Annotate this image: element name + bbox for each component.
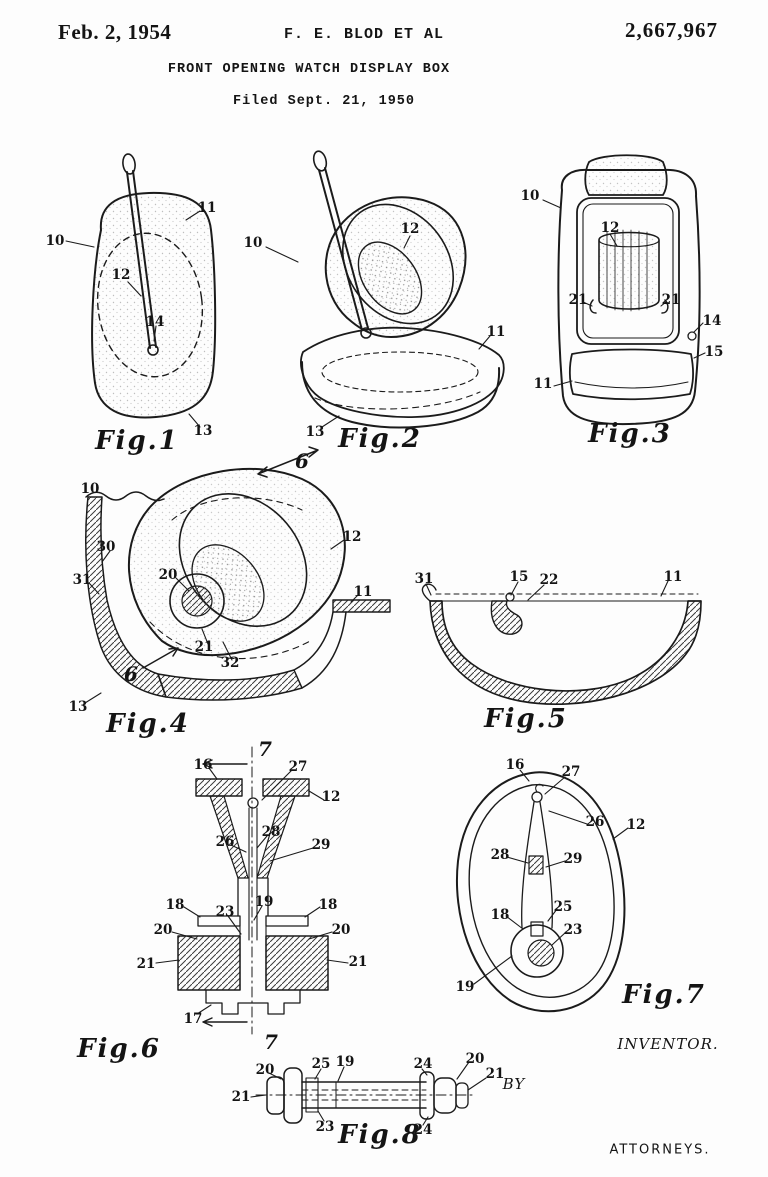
fig2-drawing [265,150,505,429]
ref-numeral: 29 [563,851,583,867]
ref-numeral: 19 [335,1054,355,1070]
ref-numeral: 26 [585,814,605,830]
ref-numeral: 11 [353,584,373,600]
ref-numeral: 20 [331,922,351,938]
figure-label: Fig.7 [622,980,706,1010]
ref-numeral: 15 [704,344,724,360]
fig7-drawing [456,769,629,1013]
figure-label: Fig.8 [338,1120,422,1150]
figure-label: Fig.4 [106,709,190,739]
ref-numeral: 18 [165,897,185,913]
fig3-drawing [542,154,706,426]
ref-numeral: 6 [124,662,138,686]
ref-numeral: 20 [158,567,178,583]
footer-text: INVENTOR. [617,1035,719,1053]
ref-numeral: 21 [661,292,681,308]
ref-numeral: 29 [311,837,331,853]
ref-numeral: 28 [261,824,281,840]
footer-text: ATTORNEYS. [609,1142,711,1158]
ref-numeral: 24 [413,1056,433,1072]
ref-numeral: 28 [490,847,510,863]
ref-numeral: 23 [315,1119,335,1135]
ref-numeral: 12 [111,267,131,283]
ref-numeral: 24 [413,1122,433,1138]
figure-label: Fig.6 [77,1034,161,1064]
ref-numeral: 21 [568,292,588,308]
ref-numeral: 10 [45,233,65,249]
figure-label: Fig.1 [95,426,179,456]
ref-numeral: 11 [533,376,553,392]
ref-numeral: 11 [486,324,506,340]
ref-numeral: 13 [68,699,88,715]
ref-numeral: 17 [183,1011,203,1027]
footer-text: BY [502,1075,526,1093]
ref-numeral: 7 [264,1030,278,1054]
ref-numeral: 21 [485,1066,505,1082]
ref-numeral: 23 [563,922,583,938]
patent-authors: F. E. BLOD ET AL [283,26,445,43]
ref-numeral: 23 [215,904,235,920]
ref-numeral: 12 [400,221,420,237]
ref-numeral: 30 [96,539,116,555]
figure-label: Fig.2 [338,424,422,454]
ref-numeral: 21 [194,639,214,655]
ref-numeral: 20 [465,1051,485,1067]
ref-numeral: 16 [505,757,525,773]
ref-numeral: 12 [600,220,620,236]
fig4-drawing [84,446,391,704]
ref-numeral: 32 [220,655,240,671]
ref-numeral: 27 [288,759,308,775]
ref-numeral: 11 [663,569,683,585]
ref-numeral: 10 [243,235,263,251]
ref-numeral: 13 [305,424,325,440]
ref-numeral: 20 [255,1062,275,1078]
ref-numeral: 31 [72,572,92,588]
ref-numeral: 21 [348,954,368,970]
fig5-drawing [421,580,702,705]
ref-numeral: 10 [80,481,100,497]
ref-numeral: 15 [509,569,529,585]
ref-numeral: 21 [136,956,156,972]
ref-numeral: 14 [145,314,165,330]
patent-filed-line: Filed Sept. 21, 1950 [232,94,416,109]
ref-numeral: 21 [231,1089,251,1105]
ref-numeral: 20 [153,922,173,938]
ref-numeral: 12 [626,817,646,833]
ref-numeral: 19 [455,979,475,995]
ref-numeral: 22 [539,572,559,588]
ref-numeral: 12 [342,529,362,545]
ref-numeral: 7 [258,737,272,761]
fig1-drawing [65,153,217,428]
fig8-drawing [250,1061,487,1126]
ref-numeral: 6 [295,449,309,473]
ref-numeral: 10 [520,188,540,204]
ref-numeral: 16 [193,757,213,773]
patent-title: FRONT OPENING WATCH DISPLAY BOX [167,62,451,77]
ref-numeral: 11 [197,200,217,216]
ref-numeral: 18 [318,897,338,913]
patent-date: Feb. 2, 1954 [58,20,172,44]
figure-label: Fig.3 [588,419,672,449]
fig6-drawing [155,746,349,1035]
ref-numeral: 12 [321,789,341,805]
ref-numeral: 14 [702,313,722,329]
ref-numeral: 13 [193,423,213,439]
ref-numeral: 19 [254,894,274,910]
patent-number: 2,667,967 [625,18,718,42]
figure-label: Fig.5 [484,704,568,734]
ref-numeral: 25 [553,899,573,915]
ref-numeral: 26 [215,834,235,850]
ref-numeral: 18 [490,907,510,923]
ref-numeral: 27 [561,764,581,780]
ref-numeral: 31 [414,571,434,587]
ref-numeral: 25 [311,1056,331,1072]
